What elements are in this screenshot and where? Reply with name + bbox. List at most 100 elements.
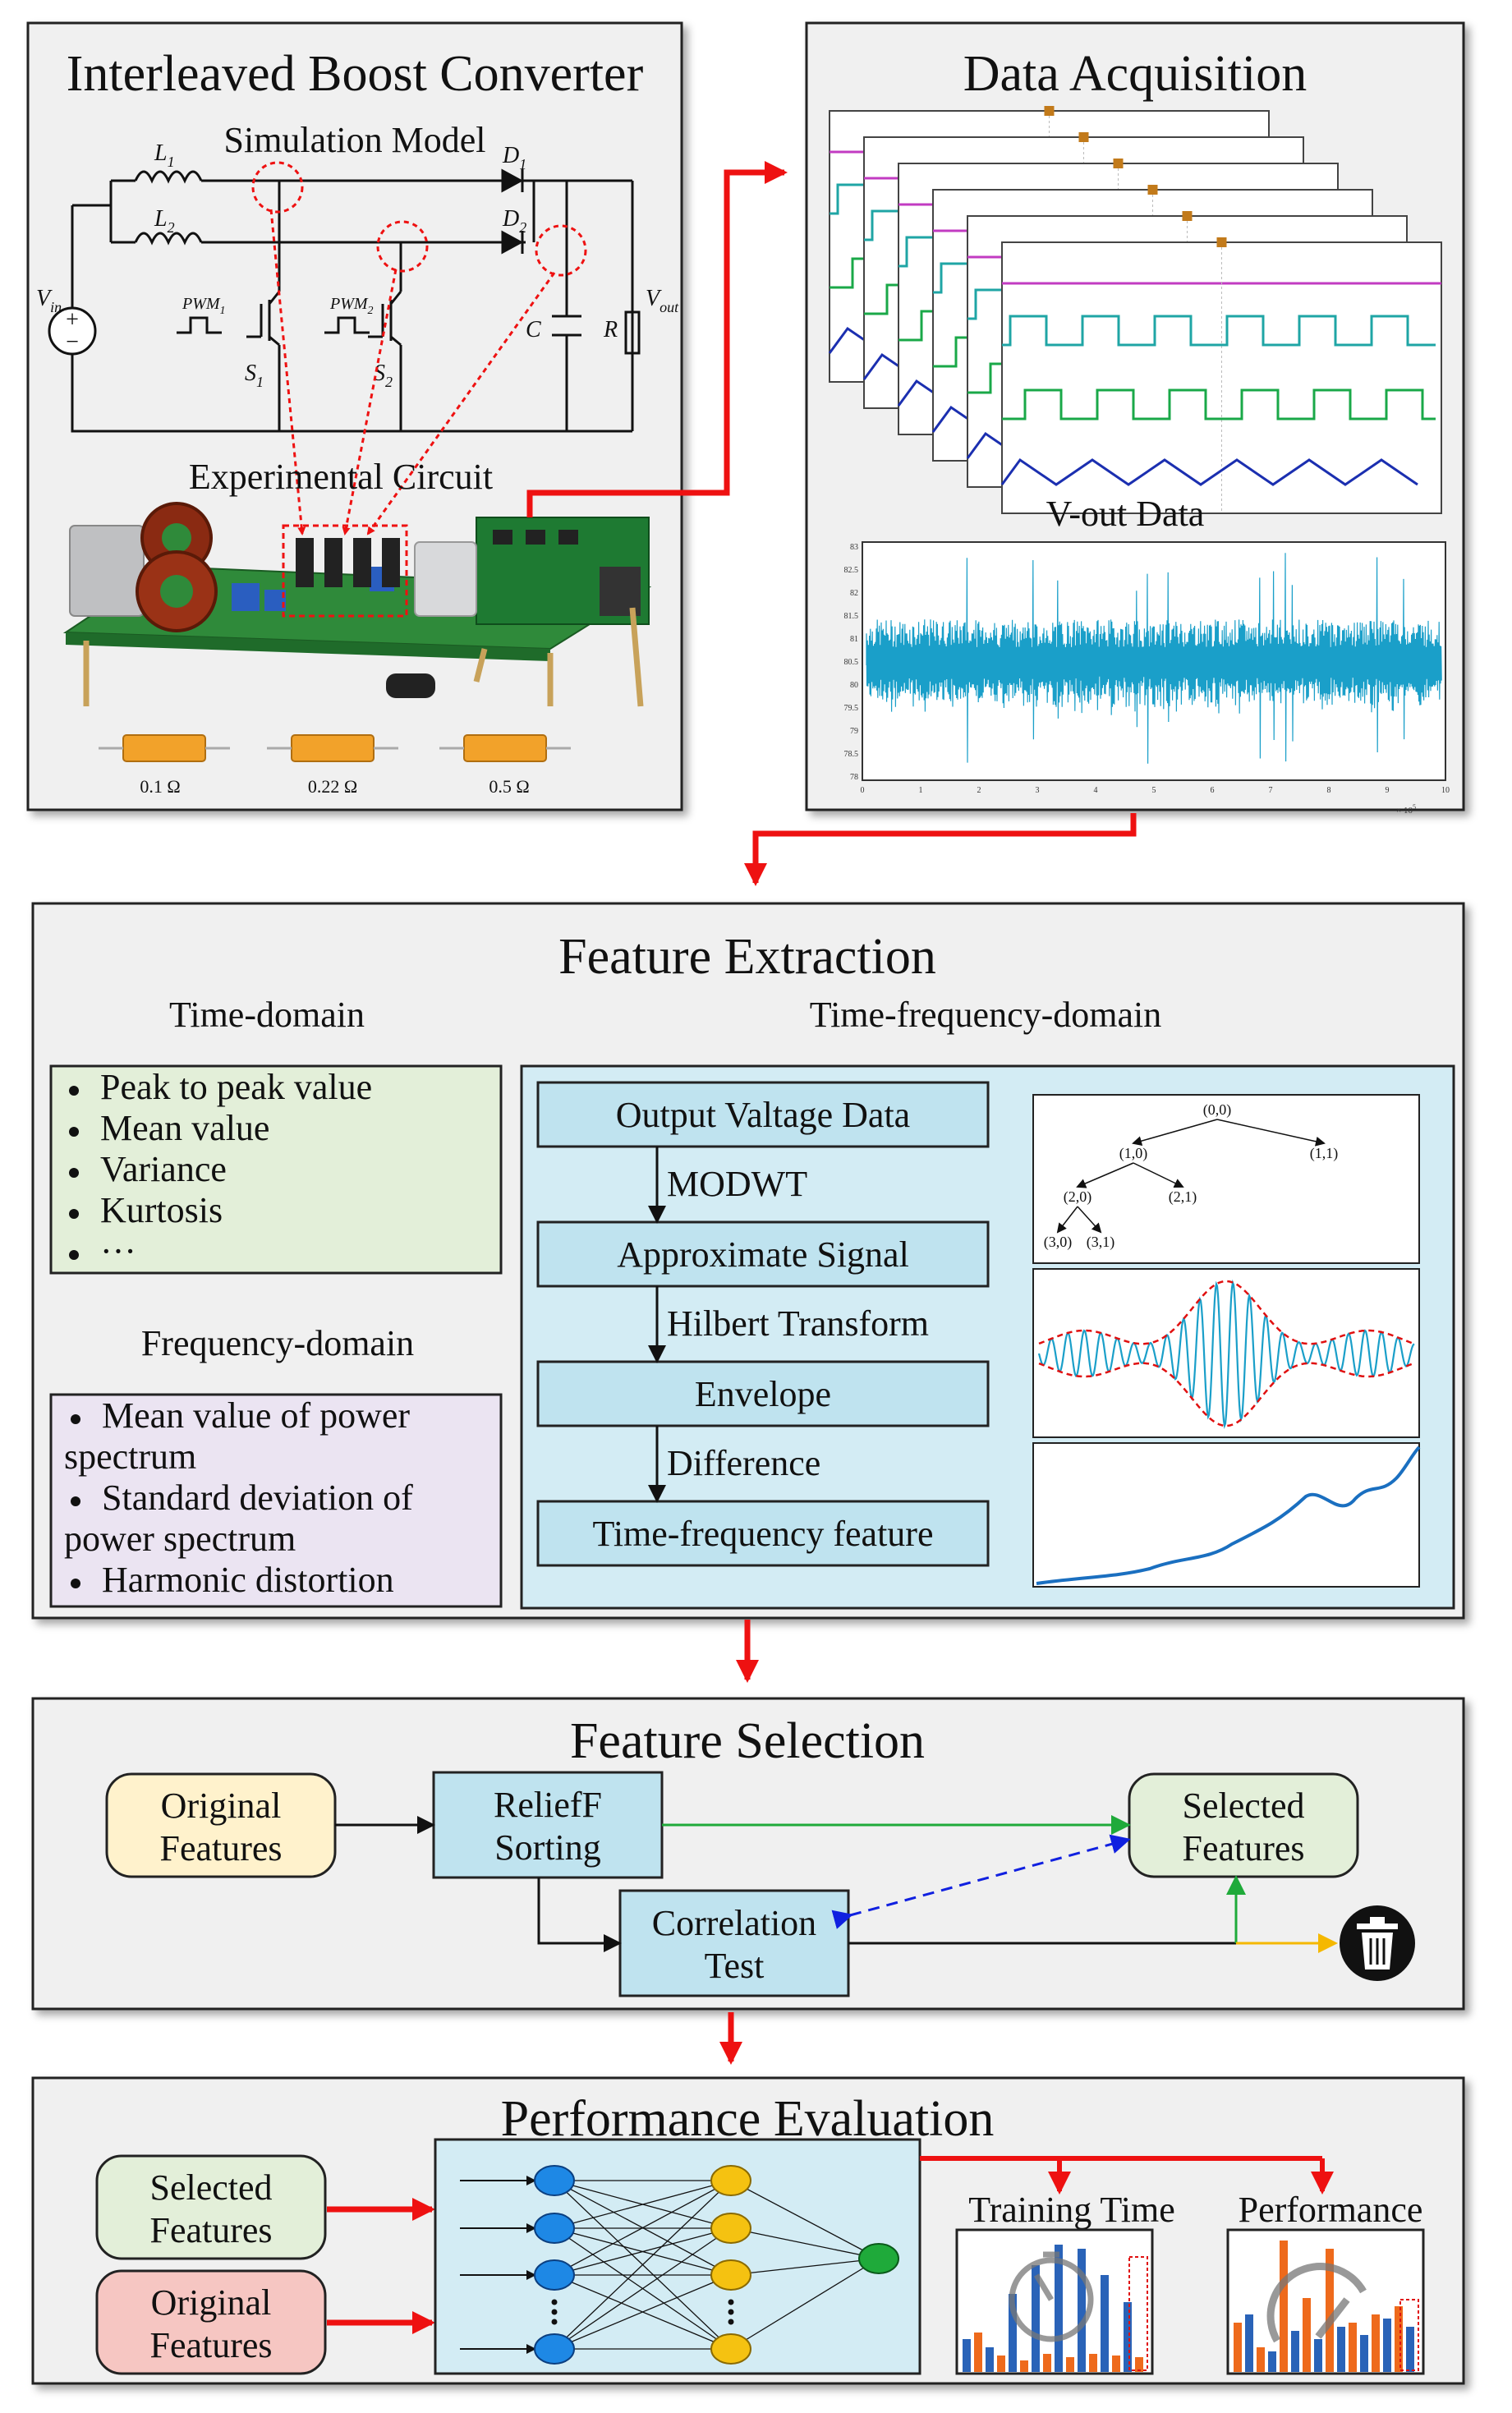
frequency-domain-feature-box (49, 1393, 503, 1608)
arrow-acquisition-to-extraction (744, 813, 1137, 886)
vout-y-tick: 80.5 (844, 658, 859, 667)
svg-text:S1: S1 (245, 361, 264, 390)
result-bar (997, 2356, 1005, 2372)
result-bar (1078, 2249, 1086, 2372)
flow-box-label: Output Valtage Data (616, 1095, 910, 1135)
relieff-sorting-box (432, 1771, 664, 1879)
vout-x-tick: 4 (1094, 786, 1098, 795)
correlation-label-line2: Test (705, 1946, 765, 1986)
result-bar (1032, 2265, 1040, 2372)
eval-selected-label-line1: Selected (149, 2167, 272, 2208)
svg-text:L2: L2 (154, 206, 175, 236)
result-bar (1009, 2294, 1017, 2372)
result-bar (1043, 2354, 1051, 2372)
vout-y-tick: 79.5 (844, 704, 859, 713)
input-neuron (534, 2165, 575, 2196)
power-resistors (99, 734, 571, 762)
flow-box-label: Envelope (695, 1374, 831, 1414)
result-bar (986, 2347, 994, 2372)
vout-y-tick: 80 (850, 681, 858, 690)
input-neuron (534, 2213, 575, 2244)
bullet-icon (69, 1127, 79, 1137)
bullet-icon (71, 1414, 80, 1424)
svg-text:C: C (526, 317, 541, 342)
oscilloscope-waveform-stack (828, 106, 1442, 514)
vout-y-tick: 81.5 (844, 612, 859, 621)
panel3-title: Feature Extraction (558, 929, 936, 985)
freq-feature-item: Mean value of power (102, 1395, 410, 1436)
result-bar (1395, 2306, 1403, 2372)
performance-label: Performance (1239, 2190, 1423, 2230)
selected-features-label-line1: Selected (1182, 1786, 1304, 1826)
wavelet-packet-tree: (0,0)(1,0)(1,1)(2,0)(2,1)(3,0)(3,1) (1044, 1101, 1339, 1251)
vout-signal-trace (866, 553, 1442, 764)
simulation-model-label: Simulation Model (224, 120, 486, 160)
flow-step-label: MODWT (667, 1164, 807, 1204)
result-bar (963, 2339, 971, 2372)
tree-node: (2,1) (1169, 1188, 1197, 1206)
flow-box-label: Approximate Signal (617, 1234, 909, 1275)
result-bar (974, 2333, 982, 2372)
bullet-icon (69, 1209, 79, 1219)
vout-y-tick: 83 (850, 543, 858, 552)
vout-y-tick: 78.5 (844, 750, 859, 759)
tree-node: (2,0) (1064, 1188, 1092, 1206)
result-bar (1280, 2241, 1288, 2372)
flow-step-label: Difference (667, 1443, 820, 1483)
tree-node: (3,0) (1044, 1234, 1073, 1251)
gauge-icon (1266, 2263, 1367, 2343)
eval-original-label-line1: Original (151, 2282, 272, 2323)
diode-d2-icon (501, 230, 524, 255)
svg-text:PWM1: PWM1 (182, 295, 226, 317)
bullet-icon (69, 1250, 79, 1260)
hidden-neuron (710, 2213, 751, 2244)
result-bar (1245, 2314, 1253, 2372)
stopwatch-icon (1009, 2251, 1094, 2342)
envelope-waveform (1037, 1279, 1415, 1429)
experimental-circuit-board (62, 502, 652, 707)
time-feature-item: Peak to peak value (100, 1067, 372, 1107)
trash-icon (1340, 1905, 1415, 1981)
svg-text:D1: D1 (502, 143, 526, 172)
result-bar (1372, 2314, 1380, 2372)
result-bar (1268, 2351, 1276, 2372)
vout-y-tick: 81 (850, 635, 858, 644)
time-domain-label: Time-domain (169, 995, 365, 1035)
eval-selected-label-line2: Features (149, 2210, 272, 2250)
vout-data-label: V-out Data (1046, 494, 1205, 534)
result-bar (1291, 2331, 1299, 2372)
panel-interleaved-boost-converter: Interleaved Boost Converter Simulation M… (26, 21, 683, 811)
hidden-neuron (710, 2333, 751, 2365)
probe-markers (251, 161, 587, 535)
panel-performance-evaluation: Performance Evaluation Selected Features… (31, 2076, 1465, 2385)
result-bar-charts (963, 2241, 1419, 2372)
hidden-neuron (710, 2165, 751, 2196)
eval-original-label-line2: Features (149, 2325, 272, 2365)
result-bar (1055, 2245, 1063, 2372)
svg-text:D2: D2 (502, 206, 526, 236)
relieff-label-line1: ReliefF (494, 1785, 602, 1825)
result-bar (1337, 2327, 1345, 2372)
resistor-label-3: 0.5 Ω (489, 776, 529, 797)
vout-x-tick: 6 (1211, 786, 1215, 795)
panel1-title: Interleaved Boost Converter (67, 46, 644, 102)
result-bar (1406, 2327, 1414, 2372)
frequency-domain-label: Frequency-domain (141, 1323, 414, 1363)
scope-frame (1000, 237, 1442, 514)
correlation-label-line1: Correlation (652, 1903, 816, 1943)
voltage-source-icon (48, 306, 97, 356)
vout-y-tick: 79 (850, 727, 858, 736)
freq-feature-item: spectrum (64, 1436, 196, 1477)
vout-x-tick: 2 (977, 786, 981, 795)
flow-step-label: Hilbert Transform (667, 1303, 929, 1344)
time-frequency-domain-label: Time-frequency-domain (810, 995, 1161, 1035)
vout-x-tick: 3 (1036, 786, 1040, 795)
neural-network-box (434, 2138, 921, 2375)
svg-text:Vin: Vin (36, 286, 62, 315)
bullet-icon (69, 1168, 79, 1178)
relieff-label-line2: Sorting (494, 1827, 601, 1868)
neural-network-diagram (460, 2165, 899, 2365)
